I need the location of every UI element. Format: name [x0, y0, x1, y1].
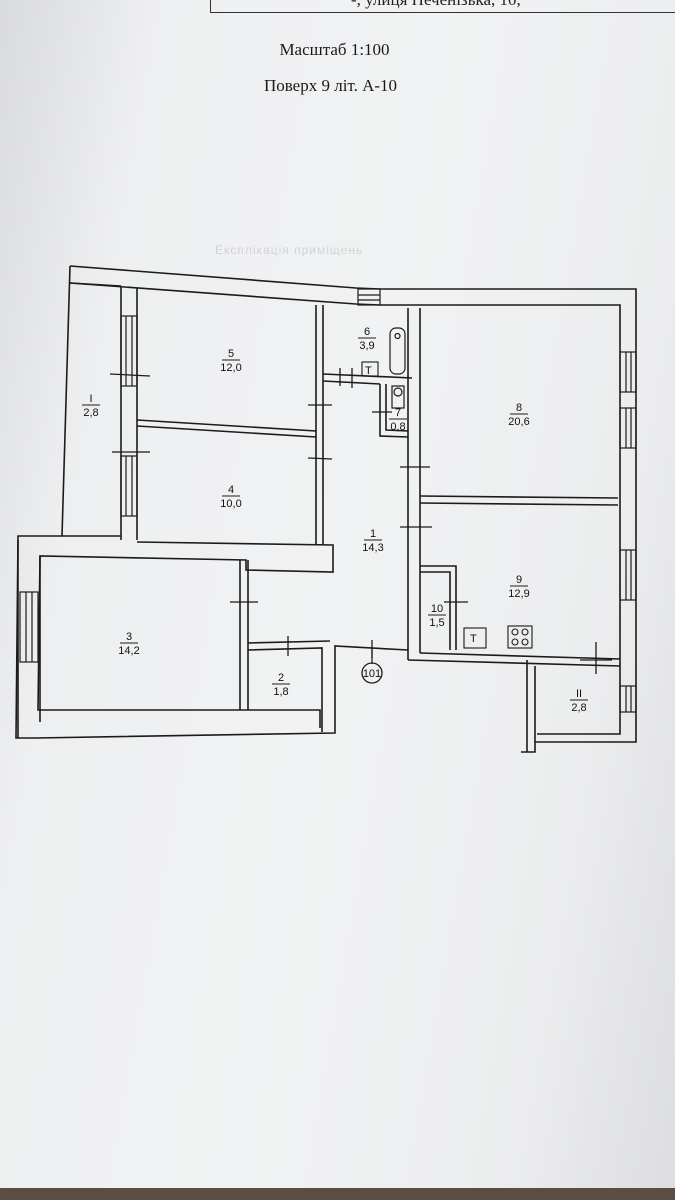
- room-label-6: 63,9: [358, 326, 376, 352]
- window-8b: [619, 407, 637, 449]
- window-3: [19, 591, 39, 663]
- outer-wall-left: [15, 265, 409, 739]
- wall-3-2: [239, 560, 249, 710]
- outer-wall-top-right-inner: [69, 282, 621, 735]
- room-label-1: 114,3: [362, 528, 383, 554]
- room-area: 2,8: [571, 702, 586, 714]
- windows: [19, 288, 637, 713]
- tap-symbol-bath: T: [365, 365, 372, 377]
- room-area: 14,2: [118, 645, 139, 657]
- room-label-5: 512,0: [220, 348, 241, 374]
- stove-icon: [507, 625, 533, 649]
- room-label-7: 70,8: [389, 407, 407, 433]
- room-number: II: [576, 688, 582, 700]
- wall-closet: [420, 565, 457, 650]
- window-4: [120, 455, 138, 517]
- tap-symbols: [361, 361, 487, 649]
- window-II: [619, 685, 637, 713]
- room-number: 6: [364, 326, 370, 338]
- header-address-box: -, улиця Печенізька, 10,: [210, 0, 675, 13]
- room-number: 4: [228, 484, 234, 496]
- room-area: 20,6: [508, 416, 529, 428]
- room-area: 1,5: [429, 617, 444, 629]
- scale-label: Масштаб 1:100: [279, 40, 390, 59]
- bathtub-icon: [389, 327, 406, 375]
- room-area: 3,9: [359, 340, 374, 352]
- tap-symbol-kitchen: T: [470, 633, 477, 645]
- table-edge: [0, 1188, 675, 1200]
- room-number: 5: [228, 348, 234, 360]
- wall-5-4: [136, 419, 317, 438]
- room-number: 10: [431, 603, 443, 615]
- outer-wall-top-right: [69, 265, 637, 753]
- room-number: I: [89, 393, 92, 405]
- room-label-3: 314,2: [118, 631, 139, 657]
- room-label-10: 101,5: [428, 603, 446, 629]
- wall-II: [526, 660, 536, 752]
- wall-5-1: [315, 305, 324, 545]
- wall-8-9: [419, 495, 619, 506]
- entrance-number: 101: [363, 668, 381, 680]
- room-area: 14,3: [362, 542, 383, 554]
- room-label-4: 410,0: [220, 484, 241, 510]
- wall-room3: [37, 535, 334, 728]
- window-5: [120, 315, 138, 387]
- wall-room2: [247, 640, 331, 732]
- room-number: 2: [278, 672, 284, 684]
- wall-1-8: [407, 308, 421, 660]
- entrance-marker: 101: [361, 650, 383, 684]
- window-6: [357, 288, 381, 306]
- floor-label: Поверх 9 літ. А-10: [263, 76, 398, 95]
- window-9: [619, 549, 637, 601]
- room-number: 1: [370, 528, 376, 540]
- address-fragment: -, улиця Печенізька, 10,: [351, 0, 521, 10]
- room-number: 3: [126, 631, 132, 643]
- room-area: 12,9: [508, 588, 529, 600]
- room-number: 9: [516, 574, 522, 586]
- wall-corridor-I: [120, 286, 138, 540]
- toilet-icon: [391, 385, 405, 409]
- door-marks: [109, 368, 612, 674]
- room-label-2: 21,8: [272, 672, 290, 698]
- room-label-8: 820,6: [508, 402, 529, 428]
- room-number: 7: [395, 407, 401, 419]
- room-number: 8: [516, 402, 522, 414]
- room-labels: I2,8114,321,8314,2410,0512,063,970,8820,…: [82, 326, 588, 714]
- room-area: 0,8: [390, 421, 405, 433]
- room-area: 2,8: [83, 407, 98, 419]
- window-8a: [619, 351, 637, 393]
- wall-9-bottom: [407, 652, 621, 667]
- room-label-i: I 2,8: [82, 393, 100, 419]
- room-label-ii: II 2,8: [570, 688, 588, 714]
- room-area: 1,8: [273, 686, 288, 698]
- room-area: 12,0: [220, 362, 241, 374]
- faint-heading: Експлікація приміщень: [215, 243, 364, 257]
- room-label-9: 912,9: [508, 574, 529, 600]
- room-area: 10,0: [220, 498, 241, 510]
- wall-toilet: [379, 384, 409, 438]
